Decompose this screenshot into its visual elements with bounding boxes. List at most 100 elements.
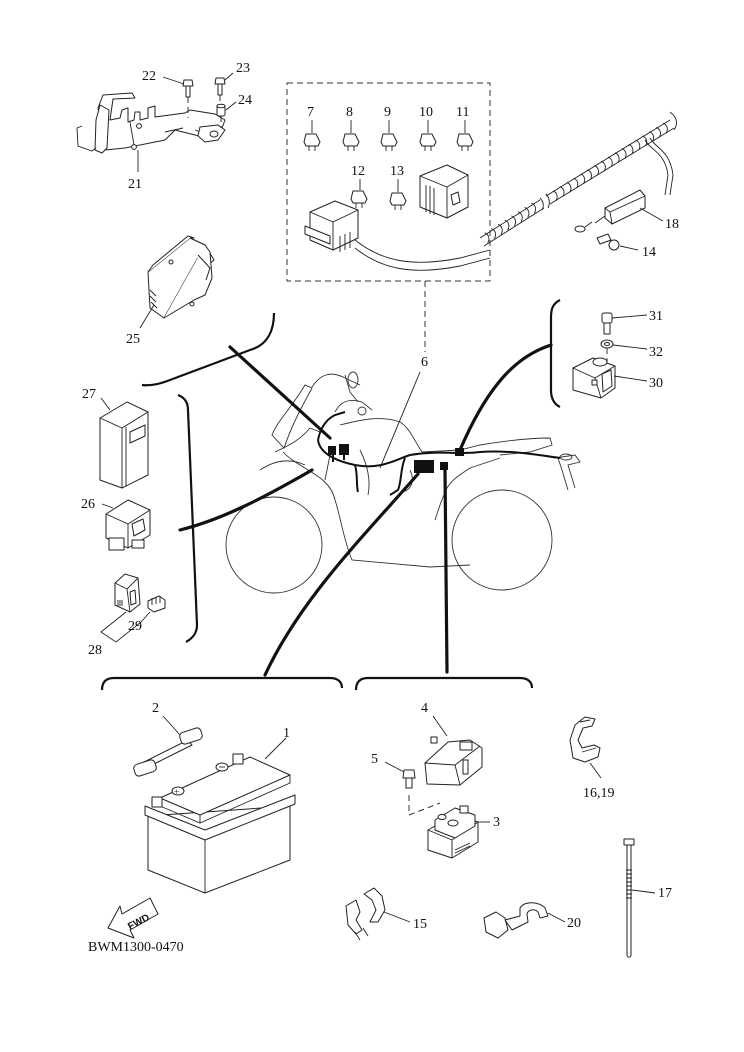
spiral-wrap — [635, 139, 641, 151]
spiral-wrap — [552, 190, 558, 202]
callout-20: 20 — [567, 916, 581, 931]
spiral-wrap — [614, 152, 620, 164]
svg-text:+: + — [174, 787, 179, 797]
washer-32 — [600, 339, 614, 366]
spiral-wrap — [491, 228, 497, 239]
callout-10: 10 — [419, 105, 433, 120]
spiral-wrap — [511, 215, 517, 227]
connector-block — [339, 444, 349, 455]
bolt-22 — [182, 79, 194, 118]
connector-block — [440, 462, 448, 470]
callout-22: 22 — [142, 69, 156, 84]
spiral-wrap — [600, 160, 606, 172]
callout-5: 5 — [371, 752, 378, 767]
callout-21: 21 — [128, 177, 142, 192]
clamp-15 — [345, 887, 386, 941]
callout-1: 1 — [283, 726, 290, 741]
callout-9: 9 — [384, 105, 391, 120]
leader-relays — [178, 468, 314, 532]
bolt-23 — [214, 77, 226, 104]
callout-24: 24 — [238, 93, 252, 108]
battery-band-2 — [133, 727, 203, 777]
spiral-wrap — [559, 186, 565, 197]
leader-sensor — [458, 343, 553, 452]
callout-3: 3 — [493, 815, 500, 830]
sensor-group: 31 32 30 — [549, 299, 663, 408]
spiral-wrap — [649, 131, 655, 142]
brace-relay — [354, 676, 534, 691]
callout-30: 30 — [649, 376, 663, 391]
fwd-arrow-icon: FWD — [107, 897, 159, 939]
callout-27: 27 — [82, 387, 96, 402]
tube-spiral — [484, 122, 668, 244]
fuses-row-1 — [303, 133, 474, 151]
leader-starter-relay — [443, 468, 449, 674]
callout-25: 25 — [126, 332, 140, 347]
fuse-9 — [380, 133, 398, 151]
spiral-wrap — [517, 211, 523, 222]
fuse-10 — [419, 133, 437, 151]
connector-block — [328, 446, 336, 455]
callout-13: 13 — [390, 164, 404, 179]
spiral-wrap — [484, 232, 490, 244]
spiral-wrap — [587, 169, 593, 180]
callout-15: 15 — [413, 917, 427, 932]
spiral-wrap — [497, 223, 503, 235]
callout-29: 29 — [128, 619, 142, 634]
callout-6: 6 — [421, 355, 428, 370]
harness-tube — [479, 111, 678, 247]
brace-battery — [100, 676, 344, 691]
fuse-11 — [456, 133, 474, 151]
spiral-wrap — [628, 143, 634, 155]
callout-16-19: 16,19 — [583, 786, 615, 801]
spiral-wrap — [524, 207, 530, 218]
callout-18: 18 — [665, 217, 679, 232]
battery-1: + — [144, 753, 296, 894]
callout-4: 4 — [421, 701, 428, 716]
starter-relay-3 — [427, 805, 479, 859]
callout-11: 11 — [456, 105, 469, 120]
bracket-group: 21 22 23 24 — [76, 61, 252, 192]
callout-31: 31 — [649, 309, 663, 324]
spiral-wrap — [621, 148, 627, 159]
connector-block — [414, 460, 434, 473]
connector-cover-29 — [147, 595, 166, 613]
spiral-wrap — [531, 202, 537, 214]
fuse-13 — [389, 192, 407, 210]
cable-tie-17 — [623, 838, 635, 958]
relay-group: 27 26 29 28 — [81, 387, 199, 658]
ecu-group: 25 — [126, 235, 215, 347]
connector-block — [455, 448, 464, 456]
bolt-5 — [402, 769, 416, 789]
callout-23: 23 — [236, 61, 250, 76]
bracket-21 — [76, 92, 226, 154]
spiral-wrap — [566, 181, 572, 193]
clamp-20 — [483, 902, 549, 939]
spiral-wrap — [504, 219, 510, 231]
bolt-14 — [596, 233, 620, 251]
fuse-box-right — [419, 164, 469, 219]
brace-ecu — [141, 312, 276, 387]
leader-ecu — [228, 345, 332, 440]
spiral-wrap — [607, 156, 613, 168]
spiral-wrap — [642, 135, 648, 147]
connector-28 — [114, 573, 141, 613]
collar-24 — [216, 103, 226, 128]
spiral-wrap — [662, 122, 668, 134]
sensor-30 — [572, 357, 616, 399]
spiral-wrap — [594, 165, 599, 176]
spiral-wrap — [656, 127, 661, 138]
callout-28: 28 — [88, 643, 102, 658]
callout-2: 2 — [152, 701, 159, 716]
motorcycle-outline — [225, 371, 581, 594]
callout-26: 26 — [81, 497, 95, 512]
ground-lead-18 — [574, 137, 674, 233]
drawing-code: BWM1300-0470 — [88, 940, 184, 955]
callout-14: 14 — [642, 245, 656, 260]
fuse-8 — [342, 133, 360, 151]
callout-7: 7 — [307, 105, 314, 120]
spiral-wrap — [580, 173, 586, 185]
leader-battery — [263, 472, 420, 677]
callout-12: 12 — [351, 164, 365, 179]
